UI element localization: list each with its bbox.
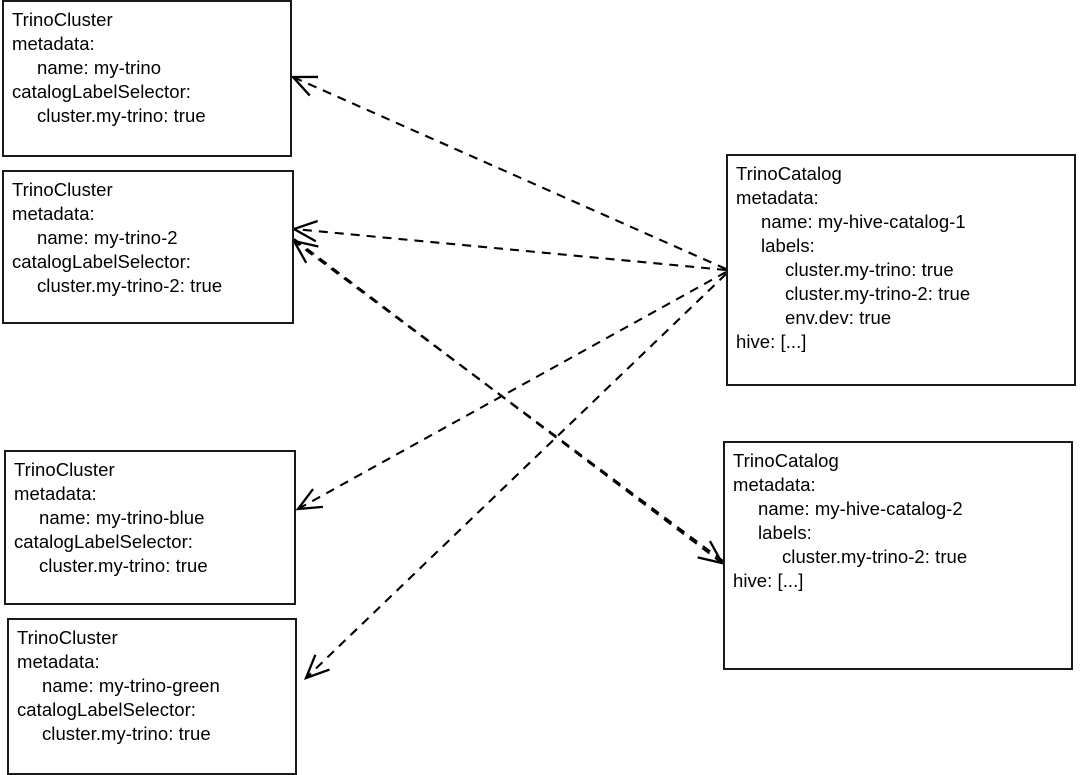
- node-text-line: name: my-trino-2: [37, 227, 178, 248]
- node-kind-label: TrinoCluster: [17, 627, 118, 648]
- node-text-line: catalogLabelSelector:: [12, 81, 191, 102]
- node-text-line: catalogLabelSelector:: [17, 699, 196, 720]
- node-text-line: cluster.my-trino-2: true: [782, 546, 968, 567]
- node-text-line: name: my-trino-blue: [39, 507, 205, 528]
- node-kind-label: TrinoCluster: [12, 179, 113, 200]
- arrowhead-icon: [295, 488, 324, 511]
- node-catalog-my-hive-catalog-2[interactable]: TrinoCatalog metadata: name: my-hive-catal…: [723, 441, 1073, 670]
- edge-edge-catalog2-to-my-trino-2: [291, 239, 724, 562]
- node-text-line: metadata:: [12, 33, 95, 54]
- node-kind-label: TrinoCatalog: [733, 450, 839, 471]
- node-cluster-my-trino-2[interactable]: TrinoCluster metadata: name: my-trino-2 cat…: [2, 170, 294, 324]
- node-cluster-my-trino-green[interactable]: TrinoCluster metadata: name: my-trino-gree…: [7, 618, 297, 775]
- node-kind-label: TrinoCluster: [14, 459, 115, 480]
- node-text-line: catalogLabelSelector:: [14, 531, 193, 552]
- node-catalog-my-hive-catalog-1[interactable]: TrinoCatalog metadata: name: my-hive-catal…: [726, 154, 1076, 386]
- node-text-line: name: my-hive-catalog-2: [758, 498, 963, 519]
- arrowhead-icon: [291, 219, 319, 243]
- node-text-line: cluster.my-trino-2: true: [785, 283, 971, 304]
- node-text-line: name: my-hive-catalog-1: [761, 211, 966, 232]
- arrowhead-icon: [303, 654, 330, 680]
- node-text-line: catalogLabelSelector:: [12, 251, 191, 272]
- node-text-line: hive: [...]: [736, 331, 807, 352]
- node-text-line: name: my-trino: [37, 57, 162, 78]
- node-kind-label: TrinoCluster: [12, 9, 113, 30]
- node-text-line: labels:: [761, 235, 815, 256]
- edge-edge-catalog1-to-my-trino-2: [291, 219, 727, 272]
- edge-edge-my-trino-2-to-catalog2: [293, 238, 725, 565]
- edge-edge-catalog1-to-my-trino-green: [303, 273, 727, 680]
- node-text-line: hive: [...]: [733, 570, 804, 591]
- edge-edge-catalog1-to-my-trino: [290, 75, 727, 270]
- node-text-line: cluster.my-trino: true: [42, 723, 211, 744]
- node-cluster-my-trino[interactable]: TrinoCluster metadata: name: my-trino catal…: [2, 0, 292, 157]
- node-text-line: cluster.my-trino-2: true: [37, 275, 223, 296]
- edge-edge-catalog1-to-my-trino-blue: [295, 271, 727, 511]
- arrowhead-icon: [291, 239, 319, 264]
- node-text-line: metadata:: [733, 474, 816, 495]
- node-text-line: metadata:: [736, 187, 819, 208]
- node-kind-label: TrinoCatalog: [736, 163, 842, 184]
- node-text-line: metadata:: [12, 203, 95, 224]
- node-text-line: env.dev: true: [785, 307, 892, 328]
- node-text-line: labels:: [758, 522, 812, 543]
- arrowhead-icon: [697, 540, 725, 565]
- node-text-line: cluster.my-trino: true: [37, 105, 206, 126]
- node-text-line: cluster.my-trino: true: [39, 555, 208, 576]
- node-text-line: name: my-trino-green: [42, 675, 220, 696]
- node-text-line: metadata:: [14, 483, 97, 504]
- arrowhead-icon: [290, 75, 319, 97]
- node-text-line: metadata:: [17, 651, 100, 672]
- node-cluster-my-trino-blue[interactable]: TrinoCluster metadata: name: my-trino-blue…: [4, 450, 296, 605]
- node-text-line: cluster.my-trino: true: [785, 259, 954, 280]
